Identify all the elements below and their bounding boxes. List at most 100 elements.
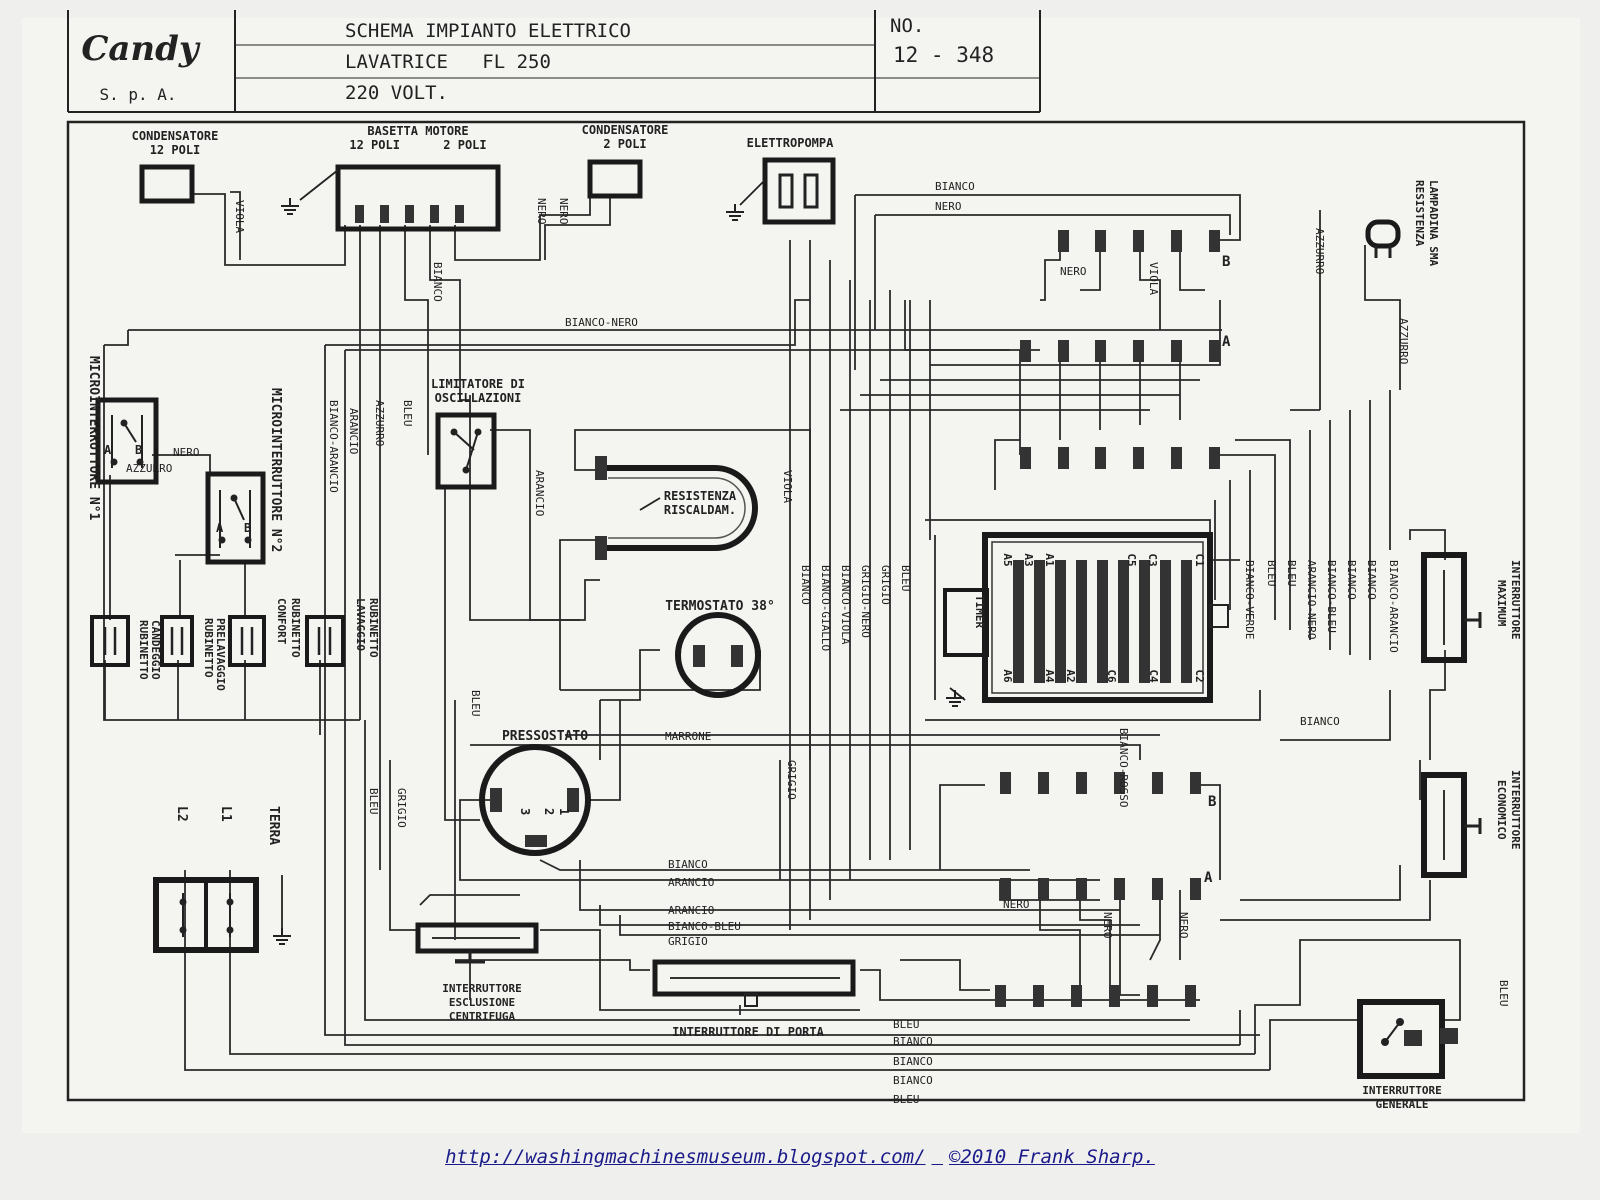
condensatore-12-poli: CONDENSATORE 12 POLI — [132, 129, 218, 204]
svg-text:BIANCO-ARANCIO: BIANCO-ARANCIO — [1387, 560, 1400, 653]
termostato-38: TERMOSTATO 38° — [665, 599, 775, 698]
svg-text:CANDEGGIO: CANDEGGIO — [149, 620, 162, 680]
svg-text:PRELAVAGGIO: PRELAVAGGIO — [214, 618, 227, 691]
svg-text:BIANCO-ROSSO: BIANCO-ROSSO — [1117, 728, 1130, 807]
svg-text:VIOLA: VIOLA — [233, 200, 246, 233]
svg-text:BLEU: BLEU — [893, 1018, 920, 1031]
svg-text:BIANCO: BIANCO — [893, 1035, 933, 1048]
svg-text:BLEU: BLEU — [367, 788, 380, 815]
svg-text:INTERRUTTORE DI PORTA: INTERRUTTORE DI PORTA — [672, 1025, 824, 1039]
svg-text:NERO: NERO — [935, 200, 962, 213]
svg-text:BIANCO-NERO: BIANCO-NERO — [565, 316, 638, 329]
interruttore-maximum: INTERRUTTORE MAXIMUM — [1421, 552, 1522, 663]
svg-text:NERO: NERO — [1003, 898, 1030, 911]
svg-text:BIANCO-GIALLO: BIANCO-GIALLO — [819, 565, 832, 651]
svg-text:CONDENSATORE: CONDENSATORE — [582, 123, 669, 137]
svg-text:3: 3 — [518, 808, 532, 815]
svg-text:BIANCO: BIANCO — [431, 262, 444, 302]
svg-text:B: B — [244, 521, 251, 535]
timer-contact-label: A4 — [1043, 669, 1056, 683]
svg-text:ELETTROPOMPA: ELETTROPOMPA — [747, 136, 834, 150]
svg-text:A: A — [216, 521, 224, 535]
rubinetto-prelavaggio: RUBINETTO PRELAVAGGIO — [160, 615, 227, 691]
title-line-3: 220 VOLT. — [345, 82, 448, 104]
svg-text:12 POLI: 12 POLI — [150, 143, 201, 157]
svg-text:BLEU: BLEU — [1285, 560, 1298, 587]
svg-text:MICROINTERRUTTORE N°2: MICROINTERRUTTORE N°2 — [268, 388, 283, 552]
svg-text:BIANCO: BIANCO — [893, 1074, 933, 1087]
svg-text:ARANCIO-NERO: ARANCIO-NERO — [1305, 560, 1318, 639]
svg-text:A: A — [104, 443, 112, 457]
svg-text:2 POLI: 2 POLI — [603, 137, 646, 151]
interruttore-generale: INTERRUTTORE GENERALE — [1357, 999, 1458, 1111]
svg-text:B: B — [135, 443, 142, 457]
svg-text:RUBINETTO: RUBINETTO — [137, 620, 150, 680]
svg-text:MAXIMUM: MAXIMUM — [1495, 580, 1508, 627]
svg-text:BIANCO: BIANCO — [1300, 715, 1340, 728]
svg-text:RESISTENZA: RESISTENZA — [1413, 180, 1426, 247]
timer-contact-label: A3 — [1022, 553, 1035, 566]
svg-text:1: 1 — [557, 808, 571, 815]
footer-url-link[interactable]: http://washingmachinesmuseum.blogspot.co… — [445, 1146, 926, 1168]
pressostato: 3 2 1 PRESSOSTATO — [479, 729, 591, 856]
svg-text:RUBINETTO: RUBINETTO — [289, 598, 302, 658]
rubinetto-candeggio: RUBINETTO CANDEGGIO — [90, 615, 162, 680]
svg-text:VIOLA: VIOLA — [1147, 262, 1160, 295]
svg-text:INTERRUTTORE: INTERRUTTORE — [442, 982, 521, 995]
svg-text:LAVAGGIO: LAVAGGIO — [354, 598, 367, 651]
svg-text:NERO: NERO — [1101, 912, 1114, 939]
interruttore-economico: INTERRUTTORE ECONOMICO — [1421, 770, 1522, 878]
svg-text:RUBINETTO: RUBINETTO — [202, 618, 215, 678]
timer-contact-label: C6 — [1105, 669, 1118, 683]
company-name: S. p. A. — [99, 85, 176, 104]
svg-text:INTERRUTTORE: INTERRUTTORE — [1509, 770, 1522, 849]
svg-text:ECONOMICO: ECONOMICO — [1495, 780, 1508, 840]
rubinetto-lavaggio: RUBINETTO LAVAGGIO — [305, 598, 380, 667]
footer-credit: http://washingmachinesmuseum.blogspot.co… — [0, 1146, 1600, 1168]
power-plug-terminals: L2 L1 TERRA — [153, 806, 283, 953]
svg-text:LAMPADINA SMA: LAMPADINA SMA — [1427, 180, 1440, 266]
timer-contact-label: C1 — [1193, 553, 1206, 567]
candy-logo: Candy — [81, 29, 201, 69]
timer-contact-label: A1 — [1043, 553, 1056, 567]
svg-text:BIANCO-VERDE: BIANCO-VERDE — [1243, 560, 1256, 639]
svg-text:BIANCO: BIANCO — [799, 565, 812, 605]
diagram-frame — [66, 120, 1526, 1102]
drawing-no-label: NO. — [890, 15, 924, 37]
svg-text:12 POLI 2 POLI: 12 POLI 2 POLI — [349, 138, 486, 152]
svg-text:B: B — [1222, 254, 1230, 270]
title-line-1: SCHEMA IMPIANTO ELETTRICO — [345, 20, 631, 42]
svg-text:GRIGIO: GRIGIO — [879, 565, 892, 605]
svg-text:BIANCO-BLEU: BIANCO-BLEU — [1325, 560, 1338, 633]
micro-interruttore-1: A B MICROINTERRUTTORE N°1 — [86, 356, 159, 521]
svg-text:MICROINTERRUTTORE N°1: MICROINTERRUTTORE N°1 — [86, 356, 101, 521]
timer-contact-label: C5 — [1125, 553, 1138, 566]
timer-contact-label: C4 — [1147, 669, 1160, 683]
svg-text:TERMOSTATO 38°: TERMOSTATO 38° — [665, 599, 775, 614]
svg-text:L1: L1 — [218, 806, 233, 822]
rubinetto-confort: RUBINETTO CONFORT — [228, 598, 302, 667]
condensatore-2-poli: CONDENSATORE 2 POLI — [582, 123, 669, 199]
micro-interruttore-2: A B MICROINTERRUTTORE N°2 — [205, 388, 283, 565]
svg-text:BLEU: BLEU — [401, 400, 414, 427]
timer-contact-label: C2 — [1193, 669, 1206, 682]
svg-text:BLEU: BLEU — [893, 1093, 920, 1106]
svg-text:TERRA: TERRA — [266, 806, 281, 845]
svg-text:NERO: NERO — [535, 198, 548, 225]
svg-text:GENERALE: GENERALE — [1376, 1098, 1429, 1111]
svg-text:ESCLUSIONE: ESCLUSIONE — [449, 996, 515, 1009]
svg-text:LIMITATORE DI: LIMITATORE DI — [431, 377, 525, 391]
svg-text:RESISTENZA: RESISTENZA — [664, 489, 737, 503]
svg-text:VIOLA: VIOLA — [781, 470, 794, 503]
svg-text:AZZURRO: AZZURRO — [1397, 318, 1410, 364]
svg-text:BLEU: BLEU — [899, 565, 912, 592]
svg-text:ARANCIO: ARANCIO — [668, 876, 714, 889]
timer: TIMER A5 A3 A1 C5 C3 C1 A6 A4 A2 C6 C4 C… — [943, 532, 1229, 703]
svg-text:PRESSOSTATO: PRESSOSTATO — [502, 729, 588, 744]
svg-text:CENTRIFUGA: CENTRIFUGA — [449, 1010, 516, 1023]
limitatore-oscillazioni: LIMITATORE DI OSCILLAZIONI — [431, 377, 525, 490]
svg-text:BLEU: BLEU — [1497, 980, 1510, 1007]
selector-contacts — [995, 230, 1220, 1007]
svg-text:RUBINETTO: RUBINETTO — [367, 598, 380, 658]
